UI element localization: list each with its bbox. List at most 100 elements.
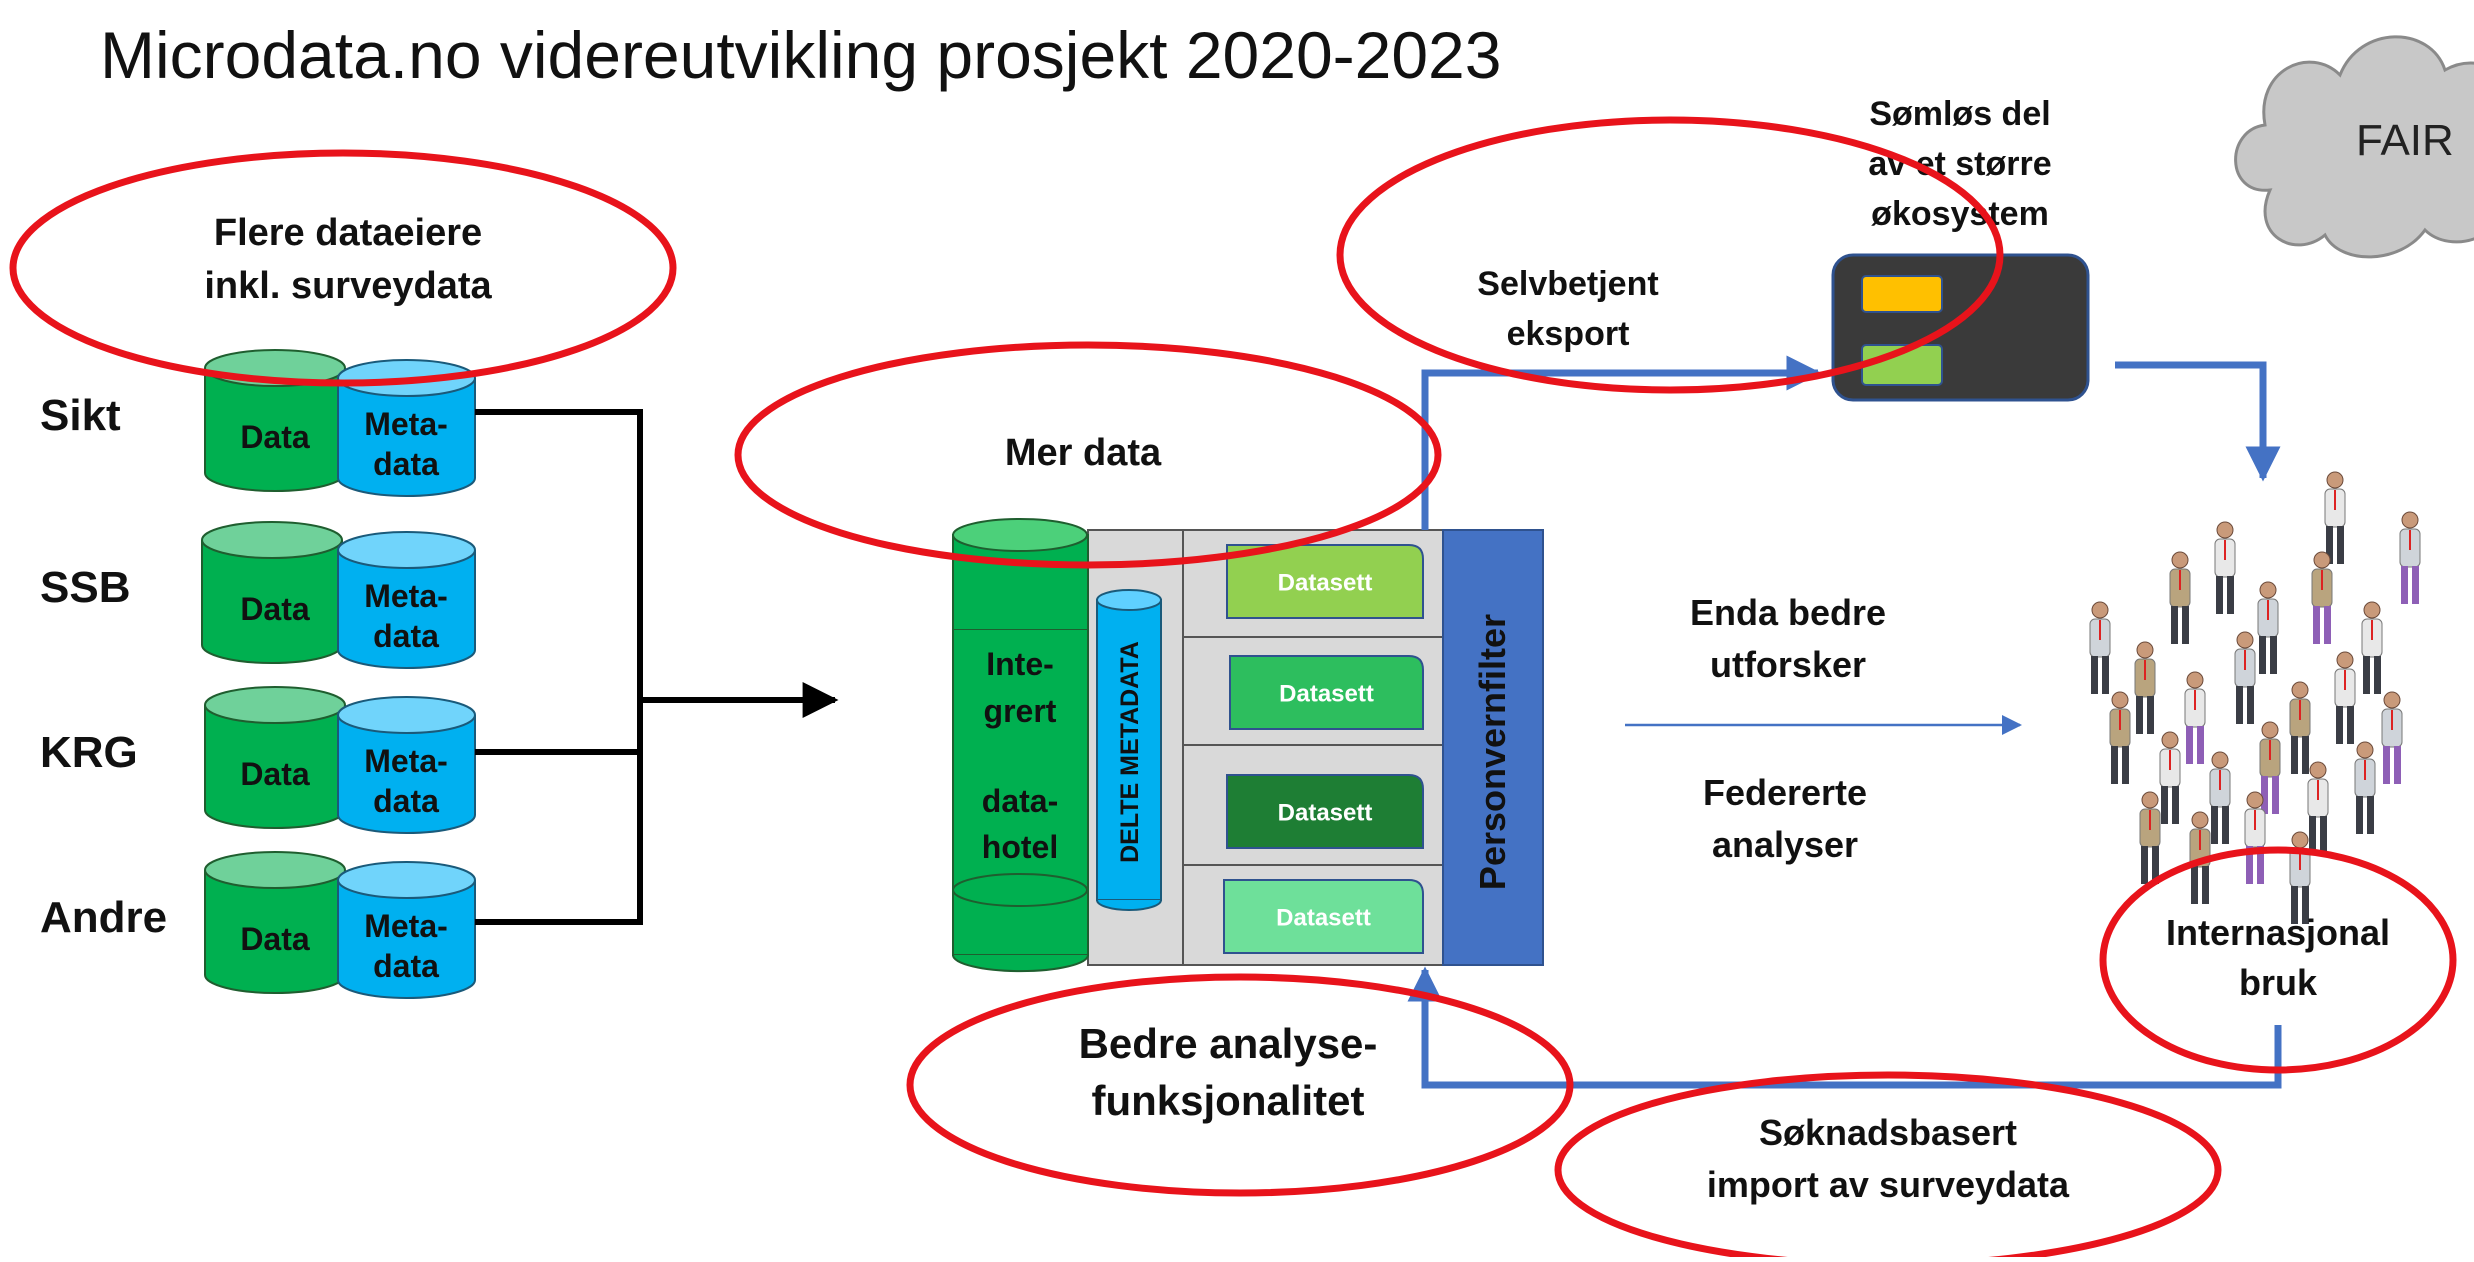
goal-explorer-line-1: Enda bedre xyxy=(1690,592,1886,633)
goal-ellipse-import xyxy=(1554,1071,2222,1262)
person-figure xyxy=(2361,601,2383,694)
dataset-box: Datasett xyxy=(1223,879,1424,954)
sources-connector xyxy=(475,409,839,925)
shared-metadata-cylinder: DELTE METADATA xyxy=(1096,589,1162,911)
person-figure xyxy=(2134,641,2156,734)
source-name: Andre xyxy=(40,893,167,942)
goal-ellipses xyxy=(9,116,2457,1262)
dataset-label: Datasett xyxy=(1278,570,1373,597)
source-name: SSB xyxy=(40,563,130,612)
person-figure xyxy=(2159,731,2181,824)
shared-metadata-label: DELTE METADATA xyxy=(1116,641,1144,863)
person-figure xyxy=(2399,511,2421,604)
goal-import-line-1: Søknadsbasert xyxy=(1759,1112,2017,1153)
cloud-icon: FAIR xyxy=(2234,35,2474,259)
data-cylinder xyxy=(204,851,346,994)
data-cylinder-label: Data xyxy=(240,591,310,627)
device-icon xyxy=(1831,253,2090,402)
source-row: KRG Data Meta-data xyxy=(40,686,476,834)
metadata-cylinder xyxy=(337,359,476,497)
goal-international-line-2: bruk xyxy=(2239,962,2318,1003)
goal-international-line-1: Internasjonal xyxy=(2166,912,2390,953)
source-row: SSB Data Meta-data xyxy=(40,521,476,669)
page-title: Microdata.no videreutvikling prosjekt 20… xyxy=(100,18,1501,92)
fair-label: FAIR xyxy=(2356,116,2454,165)
source-name: Sikt xyxy=(40,391,121,440)
person-figure xyxy=(2324,471,2346,564)
person-figure xyxy=(2214,521,2236,614)
person-figure xyxy=(2259,721,2281,814)
source-name: KRG xyxy=(40,728,138,777)
flow-arrows xyxy=(1407,355,2282,1089)
goal-ellipse-ecosystem xyxy=(1336,116,2004,394)
data-cylinder-label: Data xyxy=(240,756,310,792)
metadata-label-line-1: Meta- xyxy=(364,908,448,944)
person-figure xyxy=(2244,791,2266,884)
metadata-cylinder xyxy=(337,861,476,999)
person-figure xyxy=(2209,751,2231,844)
person-figure xyxy=(2289,681,2311,774)
people-crowd-icon xyxy=(2089,471,2421,924)
goal-ecosystem-line-3: økosystem xyxy=(1871,195,2049,233)
hotel-label-line-2: grert xyxy=(984,693,1057,729)
dataset-box: Datasett xyxy=(1226,544,1424,619)
dataset-label: Datasett xyxy=(1276,905,1371,932)
metadata-label-line-2: data xyxy=(373,783,439,819)
person-figure xyxy=(2089,601,2111,694)
metadata-cylinder xyxy=(337,531,476,669)
goal-analysis-line-1: Bedre analyse- xyxy=(1079,1020,1378,1067)
goal-more-data: Mer data xyxy=(1005,432,1162,474)
goal-federated-line-2: analyser xyxy=(1712,824,1858,865)
person-figure xyxy=(2311,551,2333,644)
person-figure xyxy=(2381,691,2403,784)
metadata-label-line-1: Meta- xyxy=(364,406,448,442)
goal-ellipse-analysis xyxy=(906,973,1574,1197)
goal-analysis-line-2: funksjonalitet xyxy=(1091,1077,1364,1124)
goal-ellipse-owners xyxy=(9,149,677,387)
integrated-cylinder xyxy=(952,518,1089,973)
goal-import-line-2: import av surveydata xyxy=(1707,1164,2070,1205)
metadata-label-line-1: Meta- xyxy=(364,578,448,614)
metadata-cylinder xyxy=(337,696,476,834)
dataset-label: Datasett xyxy=(1279,681,1374,708)
goal-federated-line-1: Federerte xyxy=(1703,772,1867,813)
privacy-filter-label: Personvernfilter xyxy=(1472,614,1513,890)
hotel-label-line-1: Inte- xyxy=(986,646,1054,682)
dataset-label: Datasett xyxy=(1278,800,1373,827)
data-cylinder xyxy=(201,521,343,664)
goal-ellipse-more-data xyxy=(734,341,1442,569)
person-figure xyxy=(2234,631,2256,724)
person-figure xyxy=(2307,761,2329,854)
data-hotel: Inte- grert data- hotel DELTE METADATA D… xyxy=(952,518,1544,973)
metadata-label-line-2: data xyxy=(373,948,439,984)
goal-selfservice-line-1: Selvbetjent xyxy=(1477,265,1658,303)
goal-ecosystem-line-2: av et større xyxy=(1868,145,2051,183)
hotel-label-line-4: data- xyxy=(982,783,1058,819)
person-figure xyxy=(2257,581,2279,674)
hotel-label-line-5: hotel xyxy=(982,829,1058,865)
dataset-box: Datasett xyxy=(1226,774,1424,849)
metadata-label-line-2: data xyxy=(373,446,439,482)
goal-owners-line-1: Flere dataeiere xyxy=(214,212,482,254)
goal-explorer-line-2: utforsker xyxy=(1710,644,1866,685)
data-cylinder-label: Data xyxy=(240,419,310,455)
person-figure xyxy=(2354,741,2376,834)
goal-owners-line-2: inkl. surveydata xyxy=(204,265,492,307)
goal-ecosystem-line-1: Sømløs del xyxy=(1869,95,2050,133)
person-figure xyxy=(2139,791,2161,884)
person-figure xyxy=(2334,651,2356,744)
person-figure xyxy=(2169,551,2191,644)
dataset-box: Datasett xyxy=(1229,655,1424,730)
goal-ellipse-international xyxy=(2099,846,2457,1074)
person-figure xyxy=(2289,831,2311,924)
person-figure xyxy=(2184,671,2206,764)
person-figure xyxy=(2109,691,2131,784)
data-cylinder-label: Data xyxy=(240,921,310,957)
privacy-filter xyxy=(1442,529,1544,966)
metadata-label-line-2: data xyxy=(373,618,439,654)
metadata-label-line-1: Meta- xyxy=(364,743,448,779)
